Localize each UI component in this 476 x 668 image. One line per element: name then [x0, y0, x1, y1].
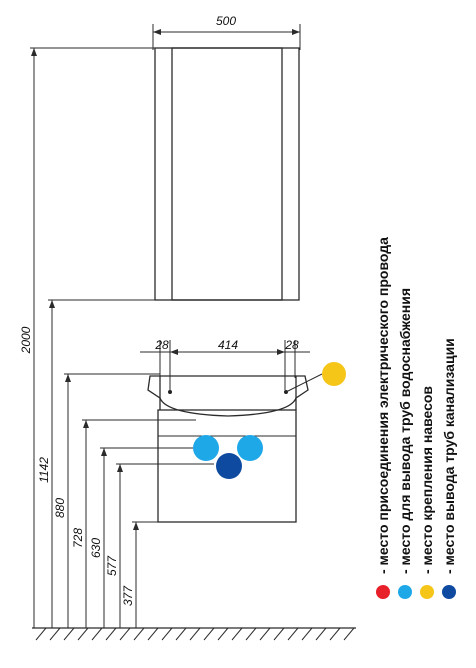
legend-dot-water	[398, 585, 412, 599]
dimension-label-2000: 2000	[19, 326, 33, 354]
vanity-cabinet	[157, 409, 297, 523]
height-dimension-lines	[30, 47, 214, 628]
legend-label-water: - место для вывода труб водоснабжения	[397, 288, 413, 574]
legend-dot-sewer	[442, 585, 456, 599]
sewer-pipe-marker	[216, 453, 242, 479]
legend-label-hanger: - место крепления навесов	[419, 386, 435, 574]
dimension-label-377: 377	[121, 585, 135, 606]
dimension-label-500: 500	[216, 14, 236, 28]
legend-label-electric: - место присоединения электрического про…	[375, 237, 391, 574]
mirror-cabinet	[154, 47, 300, 301]
water-pipe-marker-right	[237, 435, 263, 461]
dimension-label-630: 630	[89, 538, 103, 558]
dimension-label-880: 880	[53, 498, 67, 518]
water-pipe-marker-left	[193, 435, 219, 461]
dimension-top-500: 500	[152, 14, 301, 50]
legend-label-sewer: - место вывода труб канализации	[441, 338, 457, 574]
dimension-washbasin-width	[140, 340, 310, 390]
hanger-mount-marker	[322, 362, 346, 386]
mount-point-left	[168, 390, 172, 394]
dimension-label-728: 728	[71, 528, 85, 548]
dimension-label-28-right: 28	[284, 338, 299, 352]
floor	[32, 627, 356, 641]
legend-dot-hanger	[420, 585, 434, 599]
dimension-label-414: 414	[218, 338, 238, 352]
washbasin	[147, 375, 309, 417]
legend: - место присоединения электрического про…	[375, 237, 457, 599]
legend-dot-electric	[376, 585, 390, 599]
dimension-label-577: 577	[105, 555, 119, 576]
dimension-label-1142: 1142	[37, 457, 51, 483]
dimension-label-28-left: 28	[154, 338, 169, 352]
